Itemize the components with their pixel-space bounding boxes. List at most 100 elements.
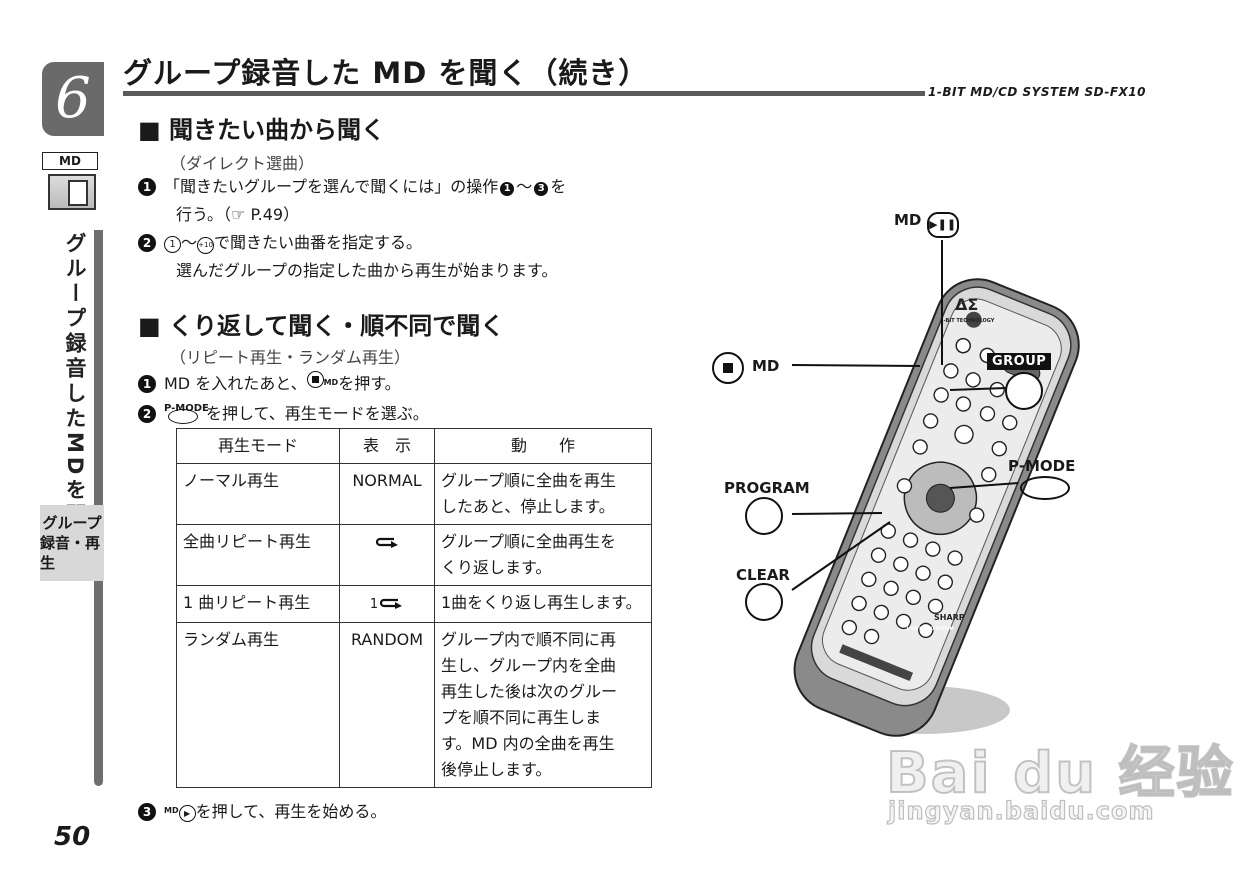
section1-heading: ■ 聞きたい曲から聞く: [138, 116, 386, 144]
tilde: ～: [181, 233, 198, 252]
tilde: ～: [516, 177, 533, 196]
md-disc-body: [48, 174, 96, 210]
md-disc-icon: MD: [42, 152, 98, 210]
remote-system-label: 1-BIT MD/CD SYSTEM: [906, 626, 954, 631]
side-vertical-title: グループ録音したMDを聞く: [63, 232, 87, 554]
action-line: したあと、停止します。: [441, 497, 615, 516]
action-line: グループ内で順不同に再: [441, 630, 617, 649]
md-play-callout-label: MD: [894, 211, 922, 229]
action-line: 1曲をくり返し再生します。: [441, 593, 642, 612]
action-line: グループ順に全曲再生を: [441, 532, 617, 551]
clear-callout-label: CLEAR: [736, 566, 790, 584]
md-stop-callout-label: MD: [752, 357, 780, 375]
display-cell: NORMAL: [339, 463, 435, 525]
remote-body: [793, 278, 1080, 737]
chapter-tab: 6: [42, 62, 104, 136]
action-cell: グループ順に全曲再生を くり返します。: [434, 524, 652, 586]
step-ref-icon: 1: [500, 182, 515, 196]
table-header: 動 作: [434, 428, 652, 464]
clear-button[interactable]: [745, 583, 783, 621]
play-mode-table: 再生モード 表 示 動 作 ノーマル再生 NORMAL グループ順に全曲を再生 …: [176, 428, 652, 788]
action-cell: グループ順に全曲を再生 したあと、停止します。: [434, 463, 652, 525]
section1-subtitle: （ダイレクト選曲）: [170, 154, 315, 173]
action-line: す。MD 内の全曲を再生: [441, 734, 615, 753]
md-icon-label: MD: [42, 152, 98, 170]
display-one-label: 1: [369, 597, 379, 612]
side-group-line2: 録音・再生: [40, 534, 101, 572]
repeat-all-icon: [375, 537, 398, 548]
step-number: 1: [138, 375, 156, 393]
table-header: 表 示: [339, 428, 435, 464]
side-group-tab: グループ 録音・再生: [40, 505, 104, 581]
page-number: 50: [54, 822, 91, 852]
title-rule: [123, 91, 925, 96]
section2-heading: ■ くり返して聞く・順不同で聞く: [138, 312, 505, 340]
table-header: 再生モード: [176, 428, 340, 464]
watermark-url: jingyan.baidu.com: [887, 796, 1155, 825]
action-line: 後停止します。: [441, 760, 552, 779]
page-title: グループ録音した MD を聞く（続き）: [123, 56, 649, 90]
section1-step2-line2: 選んだグループの指定した曲から再生が始まります。: [176, 261, 558, 280]
table-row: ノーマル再生 NORMAL グループ順に全曲を再生 したあと、停止します。: [176, 463, 652, 525]
remote-brand: SHARP: [934, 613, 965, 622]
section1-step1-text: 「聞きたいグループを選んで聞くには」の操作: [164, 177, 499, 196]
step-number: 2: [138, 405, 156, 423]
action-line: プを順不同に再生しま: [441, 708, 602, 727]
section1-step1-line2: 行う。（☞ P.49）: [176, 205, 300, 224]
group-callout-label: GROUP: [987, 353, 1052, 370]
action-cell: 1曲をくり返し再生します。: [434, 585, 652, 623]
md-play-pause-button-icon: ▶: [178, 805, 196, 822]
group-button[interactable]: [1005, 372, 1043, 410]
display-cell: [339, 524, 435, 586]
action-line: グループ順に全曲を再生: [441, 471, 617, 490]
section2-step1-text: MD を入れたあと、: [164, 374, 307, 393]
step-ref-icon: 3: [534, 182, 549, 196]
remote-tech-label: 1-BIT TECHNOLOGY: [940, 318, 995, 324]
mode-cell: 1 曲リピート再生: [176, 585, 340, 623]
side-group-line1: グループ: [42, 514, 102, 532]
repeat-one-icon: [380, 598, 403, 609]
section1-step1-tail: を: [550, 177, 567, 196]
table-row: 1 曲リピート再生 1 1曲をくり返し再生します。: [176, 585, 652, 623]
action-cell: グループ内で順不同に再 生し、グループ内を全曲 再生した後は次のグルー プを順不…: [434, 622, 652, 788]
md-play-small-label: MD: [164, 806, 179, 815]
p-mode-button-icon: P-MODE: [164, 400, 209, 426]
mode-cell: 全曲リピート再生: [176, 524, 340, 586]
section2-step2-text: を押して、再生モードを選ぶ。: [206, 404, 429, 423]
play-pause-icon: ▶❚❚: [926, 212, 959, 238]
p-mode-callout-label: P-MODE: [1008, 457, 1076, 475]
step-number: 1: [138, 178, 156, 196]
number-key-plus10-icon: +10: [197, 237, 215, 254]
action-line: くり返します。: [441, 558, 552, 577]
section1-step2-text: で聞きたい曲番を指定する。: [214, 233, 423, 252]
md-stop-small-label: MD: [323, 378, 339, 387]
section2-subtitle: （リピート再生・ランダム再生）: [170, 348, 411, 367]
p-mode-icon-label: P-MODE: [164, 403, 209, 414]
table-row: 全曲リピート再生 グループ順に全曲再生を くり返します。: [176, 524, 652, 586]
mode-cell: ランダム再生: [176, 622, 340, 788]
section2-step3-text: を押して、再生を始める。: [195, 802, 387, 821]
program-callout-label: PROGRAM: [724, 479, 810, 497]
remote-logo: ΔΣ: [955, 295, 978, 314]
table-row: ランダム再生 RANDOM グループ内で順不同に再 生し、グループ内を全曲 再生…: [176, 622, 652, 788]
p-mode-button[interactable]: [1020, 476, 1070, 500]
number-key-1-icon: 1: [164, 236, 181, 253]
system-name: 1-BIT MD/CD SYSTEM SD-FX10: [928, 85, 1146, 99]
step-number: 2: [138, 234, 156, 252]
step-number: 3: [138, 803, 156, 821]
table-header-row: 再生モード 表 示 動 作: [176, 428, 652, 464]
action-line: 再生した後は次のグルー: [441, 682, 618, 701]
section2-step3: 3 MD▶を押して、再生を始める。: [138, 798, 386, 825]
section2-step1: 1 MD を入れたあと、 MDを押す。: [138, 370, 401, 397]
md-stop-button-icon: [306, 371, 324, 388]
display-cell: RANDOM: [339, 622, 435, 788]
mode-cell: ノーマル再生: [176, 463, 340, 525]
stop-icon: [712, 352, 744, 384]
program-button[interactable]: [745, 497, 783, 535]
action-line: 生し、グループ内を全曲: [441, 656, 617, 675]
watermark-brand: Bai du 经验: [885, 740, 1235, 807]
section2-step1-tail: を押す。: [338, 374, 401, 393]
md-play-pause-callout: MD ▶❚❚: [894, 211, 959, 238]
